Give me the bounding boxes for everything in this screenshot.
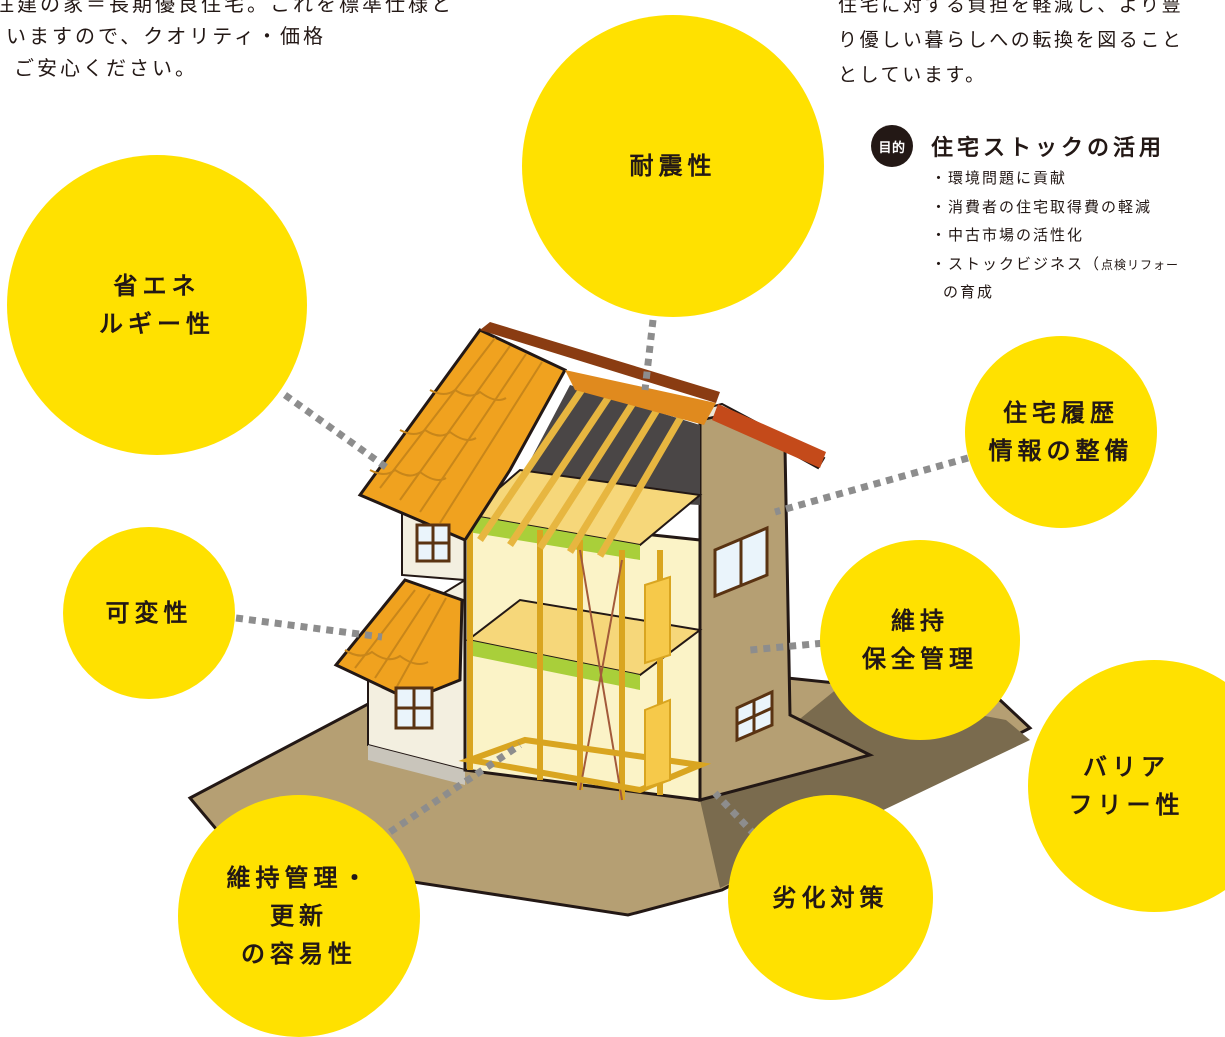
feature-label: 劣化対策 — [772, 883, 889, 912]
purpose-badge: 目的 — [871, 125, 913, 167]
aim-line: 住宅に対する負担を軽減し、より豊 — [838, 0, 1184, 16]
window-side-upper — [713, 525, 769, 599]
purpose-item: ・ストックビジネス（点検リフォー — [931, 250, 1179, 279]
connector-energy — [282, 392, 393, 473]
aim-line: としています。 — [838, 64, 987, 86]
feature-label: 省エネ — [113, 272, 201, 300]
window-upper-left — [415, 523, 451, 563]
aim-paragraph: 住宅に対する負担を軽減し、より豊 り優しい暮らしへの転換を図ること としています… — [838, 0, 1184, 93]
feature-energy: 省エネ ルギー性 — [7, 155, 307, 455]
feature-label: フリー性 — [1068, 791, 1185, 819]
aim-line: り優しい暮らしへの転換を図ること — [838, 29, 1184, 51]
connector-seismic — [641, 319, 657, 391]
purpose-title: 住宅ストックの活用 — [931, 136, 1166, 161]
intro-line: いますので、クオリティ・価格 — [6, 24, 326, 48]
purpose-item-small: 点検リフォー — [1101, 257, 1180, 272]
purpose-item-main: ・ストックビジネス（ — [931, 254, 1102, 273]
feature-ease-update: 維持管理・ 更新 の容易性 — [178, 795, 420, 1037]
connector-deterioration — [712, 790, 758, 838]
roof-tile-lines — [369, 337, 543, 524]
feature-label: 情報の整備 — [988, 437, 1134, 465]
window-lower-left — [394, 686, 434, 730]
feature-label: 更新 — [270, 902, 328, 930]
left-wall-base — [368, 745, 465, 785]
feature-seismic: 耐震性 — [522, 15, 824, 317]
feature-label: 住宅履歴 — [1003, 399, 1119, 427]
feature-maintenance: 維持 保全管理 — [820, 540, 1020, 740]
connector-ease — [388, 742, 522, 835]
door-upper — [644, 575, 671, 665]
roof-ridge — [480, 322, 720, 403]
purpose-item: ・中古市場の活性化 — [931, 226, 1085, 244]
intro-line: ご安心ください。 — [14, 56, 198, 80]
roof-right — [565, 370, 716, 425]
feature-label: バリア — [1083, 753, 1170, 781]
lower-roof-tile-lines — [344, 589, 447, 691]
connector-history — [774, 454, 969, 516]
feature-label: 維持 — [891, 607, 949, 635]
feature-deterioration: 劣化対策 — [728, 795, 933, 1000]
feature-label: 可変性 — [105, 599, 193, 627]
foundation-sill — [458, 736, 712, 794]
purpose-item: ・環境問題に貢献 — [931, 169, 1068, 187]
feature-label: の容易性 — [241, 940, 357, 968]
floor-edge-upper — [468, 515, 640, 560]
feature-label: ルギー性 — [99, 310, 215, 338]
door-lower — [644, 698, 671, 790]
intro-paragraph: 住建の家＝長期優良住宅。これを標準仕様と いますので、クオリティ・価格 ご安心く… — [0, 0, 454, 84]
feature-label: 維持管理・ — [226, 864, 372, 892]
purpose-item: の育成 — [943, 283, 995, 301]
purpose-item: ・消費者の住宅取得費の軽減 — [931, 197, 1153, 216]
feature-variable: 可変性 — [63, 527, 235, 699]
window-side-lower — [735, 689, 774, 743]
floor-edge-mid — [468, 640, 640, 690]
feature-history: 住宅履歴 情報の整備 — [965, 336, 1157, 528]
rafters — [477, 383, 689, 558]
connector-variable — [235, 614, 383, 641]
feature-label: 保全管理 — [862, 645, 978, 673]
feature-label: 耐震性 — [629, 152, 717, 180]
roof-eave-right — [712, 404, 826, 468]
feature-barrier-free: バリア フリー性 — [1028, 660, 1225, 912]
purpose-list: ・環境問題に貢献 ・消費者の住宅取得費の軽減 ・中古市場の活性化 ・ストックビジ… — [931, 164, 1179, 307]
intro-line: 住建の家＝長期優良住宅。これを標準仕様と — [0, 0, 454, 16]
